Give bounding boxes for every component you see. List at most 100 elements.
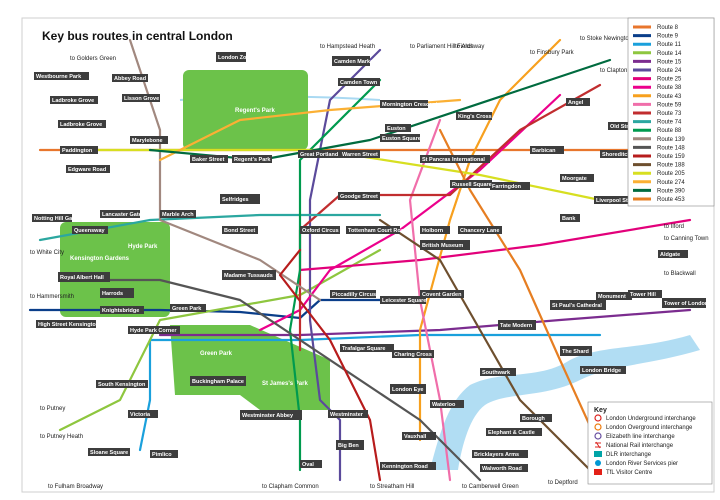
key-item-elizabeth: Elizabeth line interchange [606, 434, 675, 440]
landmark-madame-tussauds: Madame Tussauds [224, 273, 273, 279]
label-lancaster-gate: Lancaster Gate [102, 212, 142, 218]
route-148-line[interactable] [58, 278, 482, 482]
river-pier-icon [595, 460, 601, 466]
landmark-westminster-abbey: Westminster Abbey [242, 413, 294, 419]
label-edgware-road: Edgware Road [68, 167, 106, 173]
legend-route-label[interactable]: Route 24 [657, 68, 682, 74]
label-charing-cross: Charing Cross [394, 352, 432, 358]
route-25-line[interactable] [298, 218, 692, 272]
label-ladbroke-grove: Ladbroke Grove [52, 98, 94, 104]
landmark-royal-albert-hall: Royal Albert Hall [60, 275, 104, 281]
label-euston: Euston [387, 126, 406, 132]
label-oxford-circus: Oxford Circus [302, 228, 339, 234]
key-item-river-pier: London River Services pier [606, 461, 678, 467]
legend-route-label[interactable]: Route 43 [657, 94, 682, 100]
landmark-harrods: Harrods [102, 291, 123, 297]
label-regents-park: Regent's Park [234, 157, 271, 163]
edge-hammersmith: to Hammersmith [30, 294, 74, 300]
label-oval: Oval [302, 462, 314, 468]
label-barbican: Barbican [532, 148, 556, 154]
legend-route-label[interactable]: Route 15 [657, 59, 682, 65]
landmark-london-zoo: London Zoo [218, 55, 250, 61]
route-11-line[interactable] [138, 333, 602, 452]
label-southwark: Southwark [482, 370, 511, 376]
legend-route-label[interactable]: Route 38 [657, 85, 682, 91]
label-old-street: Old Street [610, 124, 636, 130]
route-159-line[interactable] [278, 248, 382, 482]
legend-route-label[interactable]: Route 8 [657, 25, 679, 31]
label-south-kensington: South Kensington [98, 382, 146, 388]
route-24-line[interactable] [308, 48, 382, 482]
legend-route-label[interactable]: Route 9 [657, 34, 679, 40]
label-queensway: Queensway [74, 228, 106, 234]
green-park-label: Green Park [200, 351, 233, 357]
label-knightsbridge: Knightsbridge [102, 308, 139, 314]
label-bank: Bank [562, 216, 576, 222]
legend-route-label[interactable]: Route 11 [657, 42, 682, 48]
legend-route-label[interactable]: Route 59 [657, 102, 682, 108]
edge-golders: to Golders Green [70, 56, 116, 62]
dlr-icon [594, 451, 602, 457]
legend-route-label[interactable]: Route 88 [657, 128, 682, 134]
legend-route-label[interactable]: Route 25 [657, 77, 682, 83]
label-abbey-road: Abbey Road [114, 76, 146, 82]
label-tower-hill: Tower Hill [630, 292, 656, 298]
legend-route-label[interactable]: Route 139 [657, 137, 685, 143]
route-88-line[interactable] [288, 78, 382, 472]
visitor-centre-icon [594, 469, 602, 475]
landmark-tower-of-london: Tower of London [664, 301, 709, 307]
route-43-line[interactable] [418, 38, 562, 442]
label-vauxhall: Vauxhall [404, 434, 427, 440]
st-james-park-label: St James's Park [262, 381, 308, 387]
label-westbourne-park: Westbourne Park [36, 74, 82, 80]
legend-route-label[interactable]: Route 188 [657, 163, 685, 169]
label-holborn: Holborn [422, 228, 444, 234]
landmarks: London Zoo Camden Market Madame Tussauds… [58, 52, 709, 450]
key-heading: Key [594, 407, 607, 414]
national-rail-icon [595, 441, 601, 449]
key-item-underground: London Underground interchange [606, 416, 696, 422]
edge-stoke: to Stoke Newington [580, 36, 632, 42]
hyde-park-area: Hyde Park Kensington Gardens [60, 222, 170, 317]
label-st-pancras: St Pancras International [422, 157, 485, 163]
label-paddington: Paddington [62, 148, 93, 154]
route-453-line[interactable] [438, 128, 612, 472]
legend-route-label[interactable]: Route 14 [657, 51, 682, 57]
legend-route-label[interactable]: Route 453 [657, 197, 685, 203]
label-walworth-road: Walworth Road [482, 466, 522, 472]
label-lisson-grove: Lisson Grove [124, 96, 159, 102]
route-legend: Route 8 Route 9 Route 11 Route 14 Route 15 Ro… [627, 17, 715, 207]
landmark-buckingham-palace: Buckingham Palace [192, 379, 244, 385]
label-green-park: Green Park [172, 306, 202, 312]
hyde-park-label: Hyde Park [128, 244, 158, 250]
label-ladbroke-grove-2: Ladbroke Grove [60, 122, 102, 128]
legend-route-label[interactable]: Route 74 [657, 120, 682, 126]
key-item-national-rail: National Rail interchange [606, 443, 674, 449]
green-park-area: Green Park St James's Park [170, 325, 330, 410]
edge-hampstead: to Hampstead Heath [320, 44, 375, 50]
legend-route-label[interactable]: Route 390 [657, 188, 685, 194]
elizabeth-line-icon [594, 432, 602, 440]
label-kennington-road: Kennington Road [382, 464, 428, 470]
legend-route-label[interactable]: Route 159 [657, 154, 685, 160]
label-bricklayers-arms: Bricklayers Arms [474, 452, 519, 458]
landmark-london-eye: London Eye [392, 387, 423, 393]
key-box: Key London Underground interchange Londo… [587, 401, 713, 485]
label-farringdon: Farringdon [492, 184, 522, 190]
route-14-line[interactable] [58, 248, 382, 432]
label-euston-square: Euston Square [382, 136, 421, 142]
legend-route-label[interactable]: Route 205 [657, 171, 685, 177]
key-item-overground: London Overground interchange [606, 425, 693, 431]
legend-route-label[interactable]: Route 148 [657, 145, 685, 151]
label-liverpool-street: Liverpool Street [596, 198, 638, 204]
route-15-line[interactable] [158, 308, 692, 337]
edge-clapton: to Clapton Pond [600, 68, 643, 74]
legend-route-label[interactable]: Route 274 [657, 180, 685, 186]
legend-route-label[interactable]: Route 73 [657, 111, 682, 117]
edge-deptford: to Deptford [548, 480, 578, 486]
label-piccadilly-circus: Piccadilly Circus [332, 292, 376, 298]
label-marylebone: Marylebone [132, 138, 163, 144]
label-camden-town: Camden Town [340, 80, 378, 86]
station-labels: Westbourne Park Abbey Road Lisson Grove … [32, 72, 688, 472]
label-leicester-square: Leicester Square [382, 298, 426, 304]
